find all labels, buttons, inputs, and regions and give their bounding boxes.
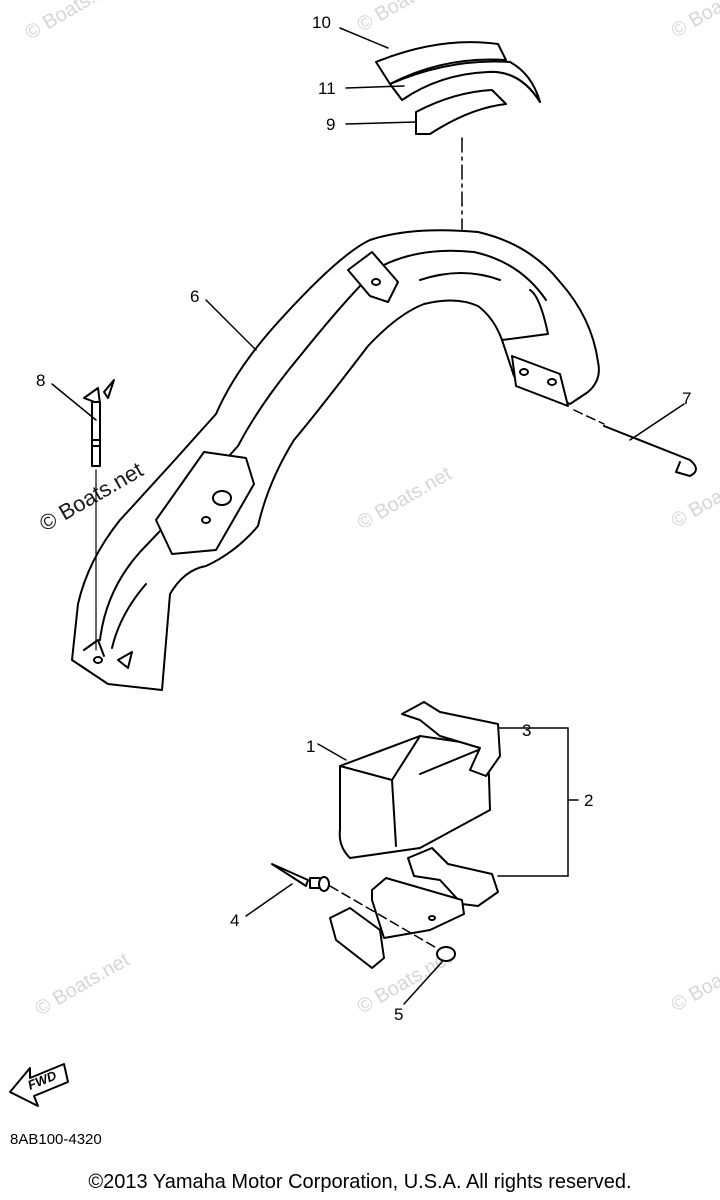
callout-9: 9: [326, 115, 335, 134]
rear-fender: [71, 229, 600, 691]
screw: [271, 863, 441, 951]
watermark: © Boats.net: [668, 0, 720, 42]
copyright-notice: ©2013 Yamaha Motor Corporation, U.S.A. A…: [88, 1171, 632, 1193]
callout-1: 1: [306, 737, 315, 756]
callout-11: 11: [318, 79, 336, 98]
callout-10: 10: [312, 13, 331, 32]
electrical-box: [338, 735, 491, 859]
callout-8: 8: [36, 371, 45, 390]
watermark: © Boats.net: [354, 0, 456, 36]
part-code: 8AB100-4320: [10, 1131, 102, 1148]
stay-rod: [573, 409, 697, 477]
watermark: © Boats.net: [22, 0, 124, 44]
callout-2: 2: [584, 791, 593, 810]
watermark: © Boats.net: [354, 463, 456, 535]
watermark-layer: © Boats.net © Boats.net © Boats.net © Bo…: [22, 0, 720, 1020]
watermark: © Boats.net: [668, 945, 720, 1017]
callout-labels: 10 11 9 6 8 7 1 3 2 4 5: [36, 13, 691, 1024]
leader-lines: [51, 27, 685, 1005]
strap-bracket: [401, 701, 501, 777]
decal-stripes: [375, 41, 541, 135]
base-bracket: [329, 847, 499, 969]
callout-7: 7: [682, 389, 691, 408]
callout-6: 6: [190, 287, 199, 306]
fwd-direction-arrow: FWD: [9, 1063, 69, 1107]
callout-4: 4: [230, 911, 239, 930]
callout-5: 5: [394, 1005, 403, 1024]
callout-3: 3: [522, 721, 531, 740]
watermark: © Boats.net: [32, 949, 134, 1021]
wing-bolt: [83, 379, 115, 651]
nut: [436, 946, 456, 962]
